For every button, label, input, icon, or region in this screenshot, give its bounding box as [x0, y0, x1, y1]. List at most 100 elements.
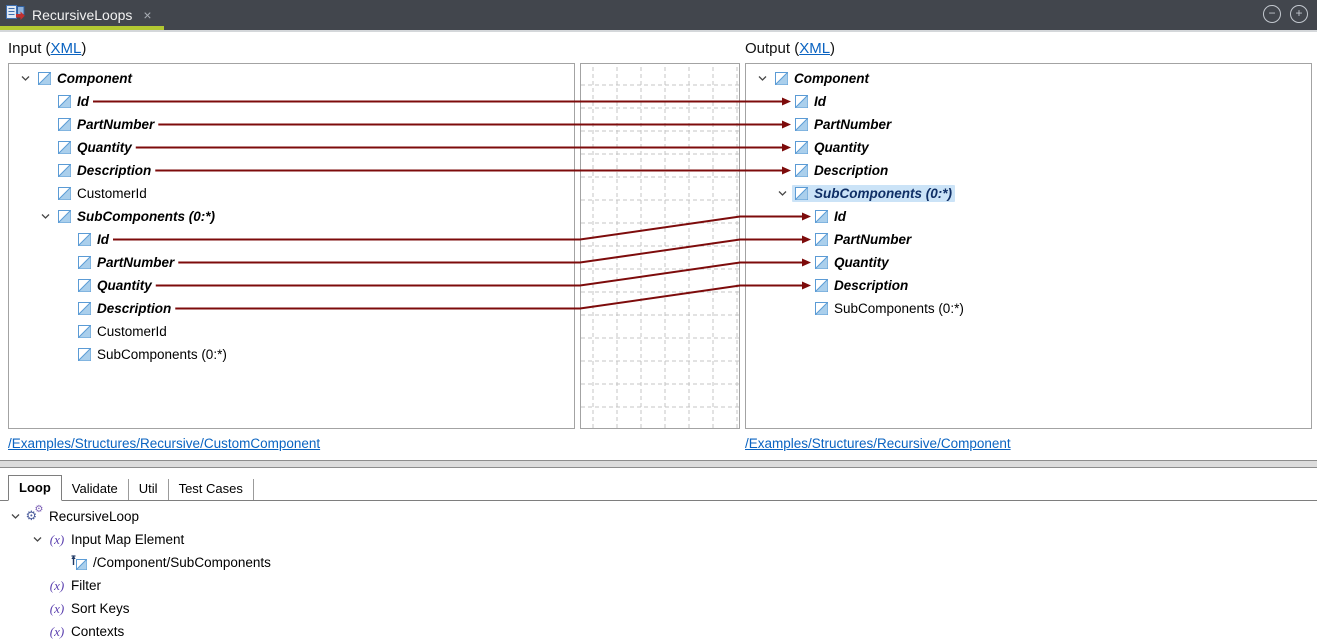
tree-node[interactable]: Quantity	[812, 254, 892, 271]
document-tab-recursiveloops[interactable]: RecursiveLoops ×	[0, 0, 164, 30]
tree-node-label: PartNumber	[77, 117, 155, 132]
tree-node[interactable]: PartNumber	[55, 116, 157, 133]
tree-node-label: Component	[794, 71, 869, 86]
element-node-icon	[58, 118, 71, 131]
element-node-icon	[78, 302, 91, 315]
tree-node[interactable]: Id	[792, 93, 829, 110]
tree-row: SubComponents (0:*)	[746, 182, 1311, 205]
tree-row: Description	[746, 274, 1311, 297]
tree-row: SubComponents (0:*)	[9, 205, 574, 228]
output-xml-link[interactable]: XML	[799, 40, 831, 57]
tree-row: Quantity	[746, 136, 1311, 159]
tree-node[interactable]: SubComponents (0:*)	[55, 208, 218, 225]
tree-node[interactable]: Description	[55, 162, 154, 179]
element-node-icon	[58, 141, 71, 154]
tree-node[interactable]: Description	[75, 300, 174, 317]
tree-node[interactable]: SubComponents (0:*)	[75, 346, 230, 363]
loop-tree-label[interactable]: /Component/SubComponents	[93, 555, 271, 570]
loop-tree-label[interactable]: Sort Keys	[71, 601, 130, 616]
tree-node-label: Quantity	[834, 255, 889, 270]
tree-node[interactable]: PartNumber	[75, 254, 177, 271]
tree-node[interactable]: SubComponents (0:*)	[812, 300, 967, 317]
loop-tree-label[interactable]: Contexts	[71, 624, 125, 639]
element-node-icon	[58, 210, 71, 223]
connector-grid-panel	[580, 63, 740, 429]
tree-node[interactable]: Quantity	[55, 139, 135, 156]
tab-test-cases[interactable]: Test Cases	[169, 479, 254, 500]
tree-node-label: SubComponents (0:*)	[97, 347, 227, 362]
element-node-icon	[815, 256, 828, 269]
chevron-down-icon[interactable]	[35, 211, 55, 222]
element-node-icon	[58, 187, 71, 200]
tree-row: Component	[746, 67, 1311, 90]
tree-node[interactable]: CustomerId	[55, 185, 150, 202]
tree-node[interactable]: Id	[55, 93, 92, 110]
tree-node-label: Quantity	[97, 278, 152, 293]
tab-util[interactable]: Util	[129, 479, 169, 500]
loop-tree-label[interactable]: RecursiveLoop	[49, 509, 140, 524]
tree-node[interactable]: SubComponents (0:*)	[792, 185, 955, 202]
fx-icon: (x)	[49, 531, 65, 547]
loop-properties-tree: ⚙⚙RecursiveLoop (x) Input Map Element /Co…	[0, 501, 1317, 642]
chevron-down-icon[interactable]	[6, 511, 24, 522]
chevron-down-icon[interactable]	[752, 73, 772, 84]
tree-node[interactable]: Quantity	[75, 277, 155, 294]
element-node-icon	[78, 233, 91, 246]
tree-row: Quantity	[746, 251, 1311, 274]
input-schema-path-link[interactable]: /Examples/Structures/Recursive/CustomCom…	[8, 436, 321, 451]
loop-tree-row: (x)Sort Keys	[0, 597, 1317, 620]
tree-node[interactable]: Id	[812, 208, 849, 225]
tree-row: Description	[746, 159, 1311, 182]
tree-row: Id	[9, 90, 574, 113]
input-xml-link[interactable]: XML	[50, 40, 82, 57]
element-node-icon	[795, 118, 808, 131]
loop-tree-label[interactable]: Input Map Element	[71, 532, 185, 547]
chevron-down-icon[interactable]	[15, 73, 35, 84]
tree-row: Description	[9, 159, 574, 182]
tree-node-label: Description	[97, 301, 172, 316]
collapse-button[interactable]: −	[1263, 5, 1281, 23]
tree-row: Component	[9, 67, 574, 90]
tree-node[interactable]: Component	[35, 70, 135, 87]
element-node-icon	[78, 279, 91, 292]
tree-node-label: CustomerId	[97, 324, 167, 339]
element-node-icon	[78, 256, 91, 269]
tab-validate[interactable]: Validate	[62, 479, 129, 500]
element-node-icon	[58, 95, 71, 108]
tree-node-label: Id	[97, 232, 109, 247]
tree-node-label: Description	[77, 163, 152, 178]
expand-button[interactable]: +	[1290, 5, 1308, 23]
tab-loop[interactable]: Loop	[8, 475, 62, 501]
output-header: Output (XML)	[745, 40, 836, 57]
element-node-icon	[795, 141, 808, 154]
chevron-down-icon[interactable]	[772, 188, 792, 199]
tree-node[interactable]: Quantity	[792, 139, 872, 156]
tree-node-label: SubComponents (0:*)	[814, 186, 952, 201]
tab-close-icon[interactable]: ×	[143, 7, 152, 23]
mapping-document-icon	[6, 5, 25, 25]
tree-node[interactable]: Component	[772, 70, 872, 87]
document-tab-bar: RecursiveLoops × − +	[0, 0, 1317, 32]
loop-tree-row: (x) Filter	[0, 574, 1317, 597]
tree-node-label: Component	[57, 71, 132, 86]
output-schema-path-link[interactable]: /Examples/Structures/Recursive/Component	[745, 436, 1011, 451]
loop-tree-label[interactable]: Filter	[71, 578, 101, 593]
tree-node-label: Id	[814, 94, 826, 109]
horizontal-splitter[interactable]	[0, 460, 1317, 468]
tree-node[interactable]: Description	[812, 277, 911, 294]
chevron-down-icon[interactable]	[28, 534, 46, 545]
input-header-label: Input (	[8, 40, 51, 57]
element-node-icon	[58, 164, 71, 177]
tree-node[interactable]: Description	[792, 162, 891, 179]
tree-row: PartNumber	[746, 113, 1311, 136]
element-node-icon	[775, 72, 788, 85]
tree-node[interactable]: CustomerId	[75, 323, 170, 340]
input-header: Input (XML)	[8, 40, 87, 57]
tree-node[interactable]: PartNumber	[812, 231, 914, 248]
tree-node[interactable]: PartNumber	[792, 116, 894, 133]
element-node-icon	[815, 210, 828, 223]
fx-icon: (x)	[49, 577, 65, 593]
tree-row: SubComponents (0:*)	[746, 297, 1311, 320]
tree-node[interactable]: Id	[75, 231, 112, 248]
loop-tree-row: ⚙⚙RecursiveLoop	[0, 504, 1317, 528]
